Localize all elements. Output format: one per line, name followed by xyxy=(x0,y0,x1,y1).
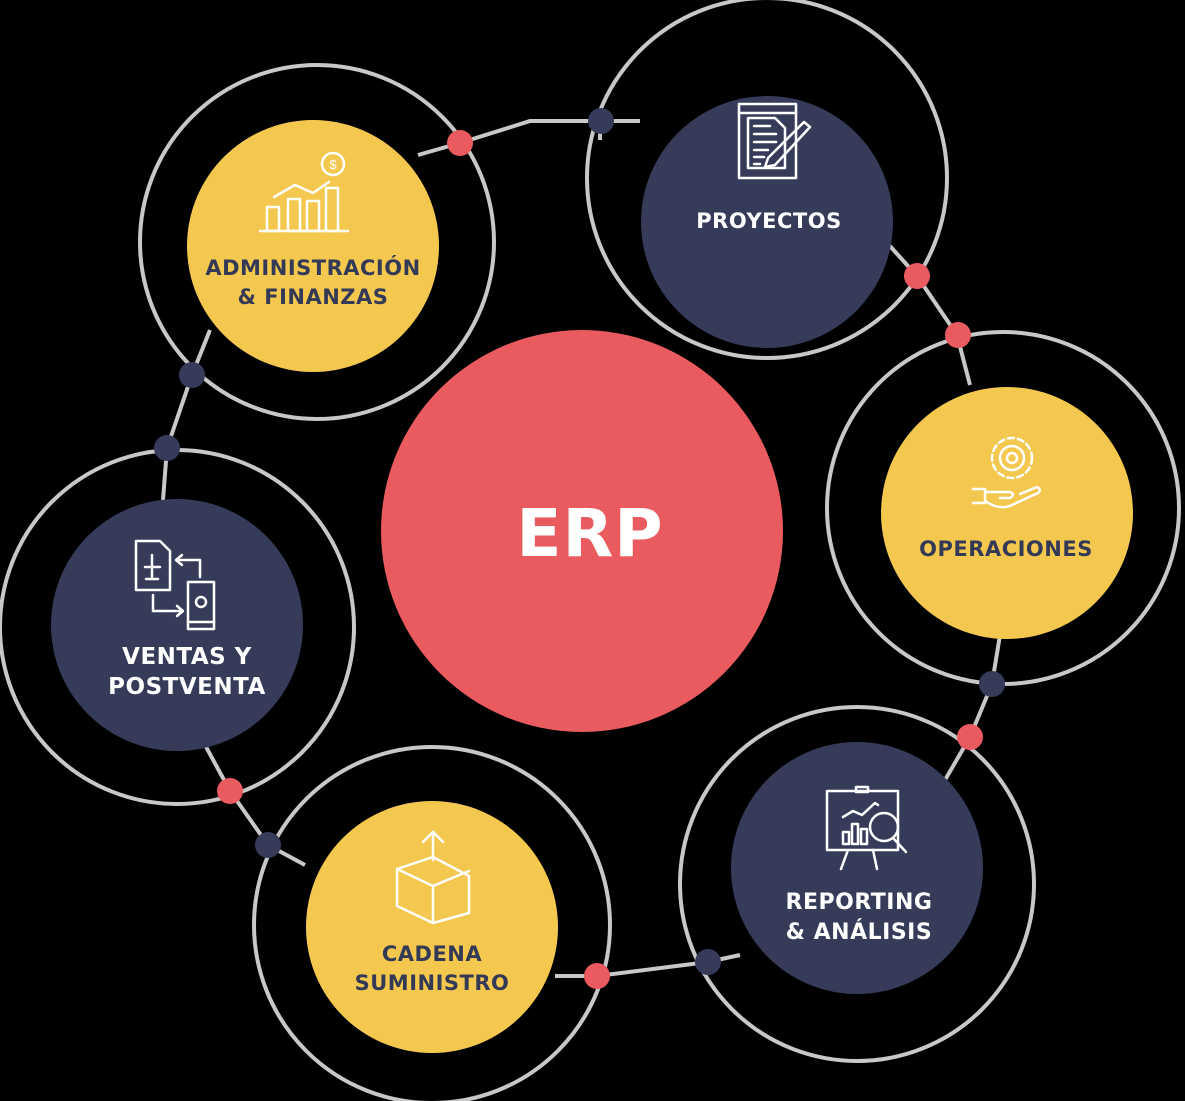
module-label-line: CADENA xyxy=(381,942,483,966)
erp-core xyxy=(381,330,783,732)
dot-navy xyxy=(255,832,281,858)
document-pencil-icon xyxy=(737,102,812,180)
module-label-line: POSTVENTA xyxy=(108,674,266,700)
ring-reporting xyxy=(678,705,1036,1063)
module-label-line: REPORTING xyxy=(785,890,933,915)
ring-proyectos xyxy=(585,0,949,360)
connector-lines xyxy=(161,119,1002,978)
dot-red xyxy=(957,724,983,750)
dot-red xyxy=(945,322,971,348)
module-label-cadena: CADENA SUMINISTRO xyxy=(355,940,510,998)
module-label-line: PROYECTOS xyxy=(696,209,842,233)
ring-admin xyxy=(138,63,496,421)
contract-money-exchange-icon xyxy=(134,539,216,631)
module-cadena-circle[interactable] xyxy=(306,801,558,1053)
dot-navy xyxy=(154,435,180,461)
dot-navy xyxy=(695,949,721,975)
ring-cadena xyxy=(252,745,612,1101)
module-label-admin: ADMINISTRACIÓN & FINANZAS xyxy=(205,254,420,312)
module-label-ventas: VENTAS Y POSTVENTA xyxy=(108,642,266,702)
module-label-line: OPERACIONES xyxy=(919,537,1093,561)
svg-text:$: $ xyxy=(329,157,337,172)
dot-red xyxy=(217,778,243,804)
module-label-line: VENTAS Y xyxy=(122,644,252,670)
module-label-line: & FINANZAS xyxy=(237,285,389,309)
dot-red xyxy=(584,963,610,989)
module-ventas-circle[interactable] xyxy=(51,499,303,751)
module-proyectos-circle[interactable] xyxy=(641,96,893,348)
gear-hand-icon xyxy=(971,436,1041,509)
module-label-line: ADMINISTRACIÓN xyxy=(205,256,421,280)
presentation-magnifier-icon xyxy=(825,785,908,871)
erp-title: ERP xyxy=(516,495,664,572)
dot-navy xyxy=(179,362,205,388)
dot-navy xyxy=(979,671,1005,697)
dot-red xyxy=(904,263,930,289)
module-label-line: & ANÁLISIS xyxy=(785,920,933,945)
module-label-operaciones: OPERACIONES xyxy=(919,535,1093,564)
chart-growth-dollar-icon: $ xyxy=(258,151,350,233)
module-admin-circle[interactable] xyxy=(187,120,439,372)
connector-dots xyxy=(154,108,1005,989)
dot-navy xyxy=(588,108,614,134)
module-operaciones-circle[interactable] xyxy=(881,387,1133,639)
module-label-reporting: REPORTING & ANÁLISIS xyxy=(786,888,933,948)
box-arrow-up-icon xyxy=(395,830,471,925)
module-reporting-circle[interactable] xyxy=(731,742,983,994)
dot-red xyxy=(447,130,473,156)
module-label-line: SUMINISTRO xyxy=(354,971,510,995)
module-label-proyectos: PROYECTOS xyxy=(696,207,841,236)
